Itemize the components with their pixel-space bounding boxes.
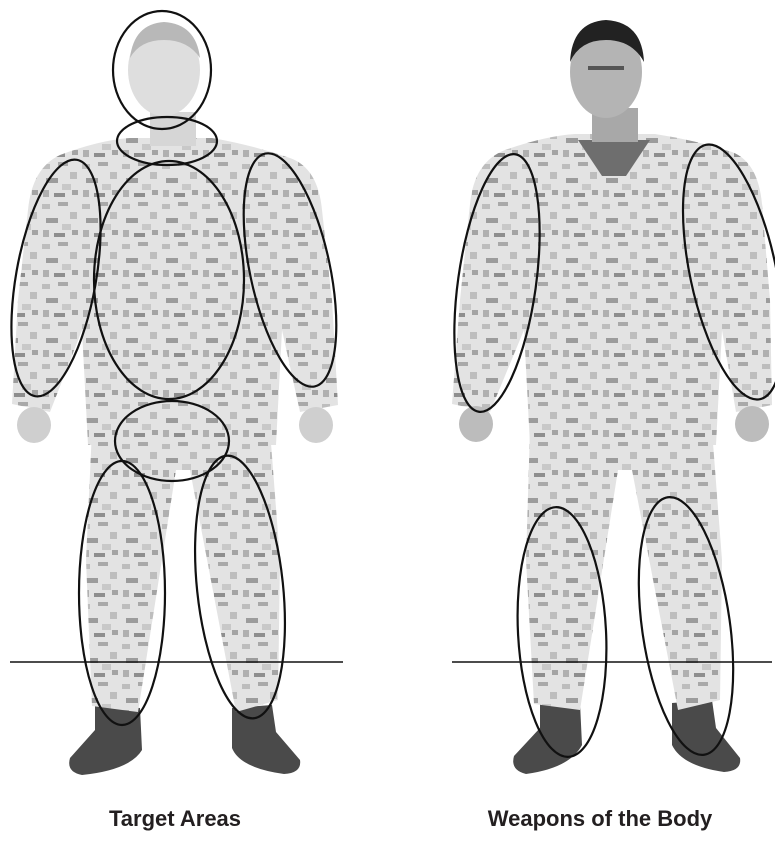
caption-target-areas: Target Areas [60, 806, 290, 832]
left-fist-left-figure [17, 407, 51, 443]
caption-weapons-of-the-body: Weapons of the Body [450, 806, 750, 832]
right-fist-right-figure [735, 406, 769, 442]
right-fist-left-figure [299, 407, 333, 443]
left-boot-right-figure [513, 700, 582, 774]
trousers-right-figure [526, 430, 722, 710]
eyes-right-figure [588, 66, 624, 70]
